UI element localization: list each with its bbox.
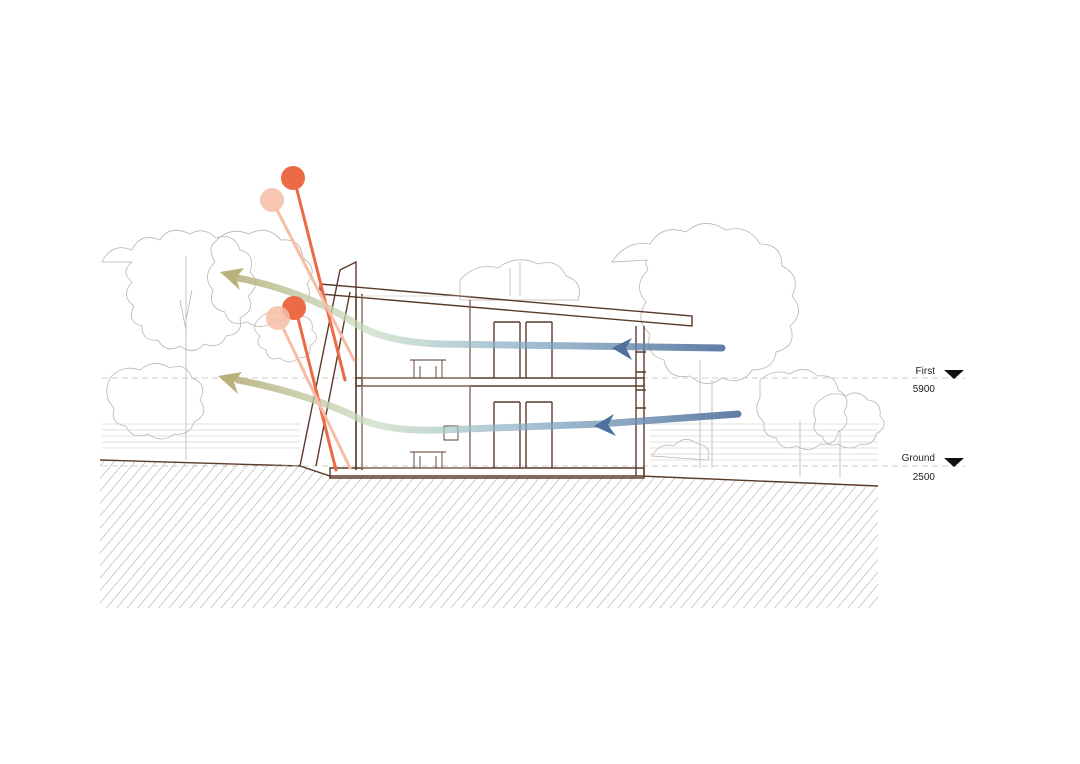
rear-wall [635,326,645,476]
front-wall [355,294,363,470]
brick-rows [362,296,470,464]
building-section [299,260,693,479]
furniture [410,359,459,468]
tree-right-canopy [611,223,799,384]
tree-left-trunk [179,256,193,460]
door-first-2 [525,321,553,378]
rear-vent-first [636,351,646,373]
level-name: Ground [902,453,935,464]
airflow-lower [234,376,742,434]
level-height: 5900 [913,384,936,395]
brick-wall [361,295,471,469]
sun-ray-winter-upper [274,206,356,362]
ground-floor-slab [329,467,645,479]
rear-vent-ground [636,389,646,409]
sun-ray-winter-lower [282,328,352,470]
level-marker-first: First 5900 [913,366,964,395]
triangle-down-icon [944,370,964,379]
arrow-icon [220,268,244,290]
level-height: 2500 [913,472,936,483]
level-marker-ground: Ground 2500 [902,453,964,483]
sun-icon [260,188,284,212]
tree-left-lower-canopy [106,363,205,440]
arrow-icon [218,372,242,394]
level-datum-lines [102,377,965,467]
sun-ray-summer-lower [296,316,338,472]
first-floor-slab [355,377,645,387]
bush-right [651,439,710,461]
background-fence-lines [102,423,878,461]
tree-line-background [101,223,885,478]
tree-behind-building-trunk [509,262,521,296]
sun-icon [281,166,305,190]
level-name: First [916,366,936,377]
airflow-arrowheads [218,268,632,436]
airflow-arrows [234,274,742,434]
door-ground-1 [493,401,521,468]
dining-table-first [410,359,446,378]
angled-facade-inner [315,291,351,467]
door-ground-2 [525,401,553,468]
triangle-down-icon [944,458,964,467]
dining-table-ground [410,451,446,468]
tree-far-right-canopy [756,369,848,450]
sun-angles [260,166,356,472]
tree-far-right-trunk [799,420,841,478]
sun-icon [266,306,290,330]
tree-left-canopy [101,229,256,351]
sun-ray-summer-upper [295,188,347,382]
door-first-1 [493,321,521,378]
tree-right-low-canopy [813,392,885,449]
arrow-icon [612,338,632,360]
arrow-icon [594,414,616,436]
airflow-upper [234,274,726,352]
ground-hatch [100,460,878,608]
roof [319,283,693,327]
tree-behind-building-canopy [459,259,580,301]
